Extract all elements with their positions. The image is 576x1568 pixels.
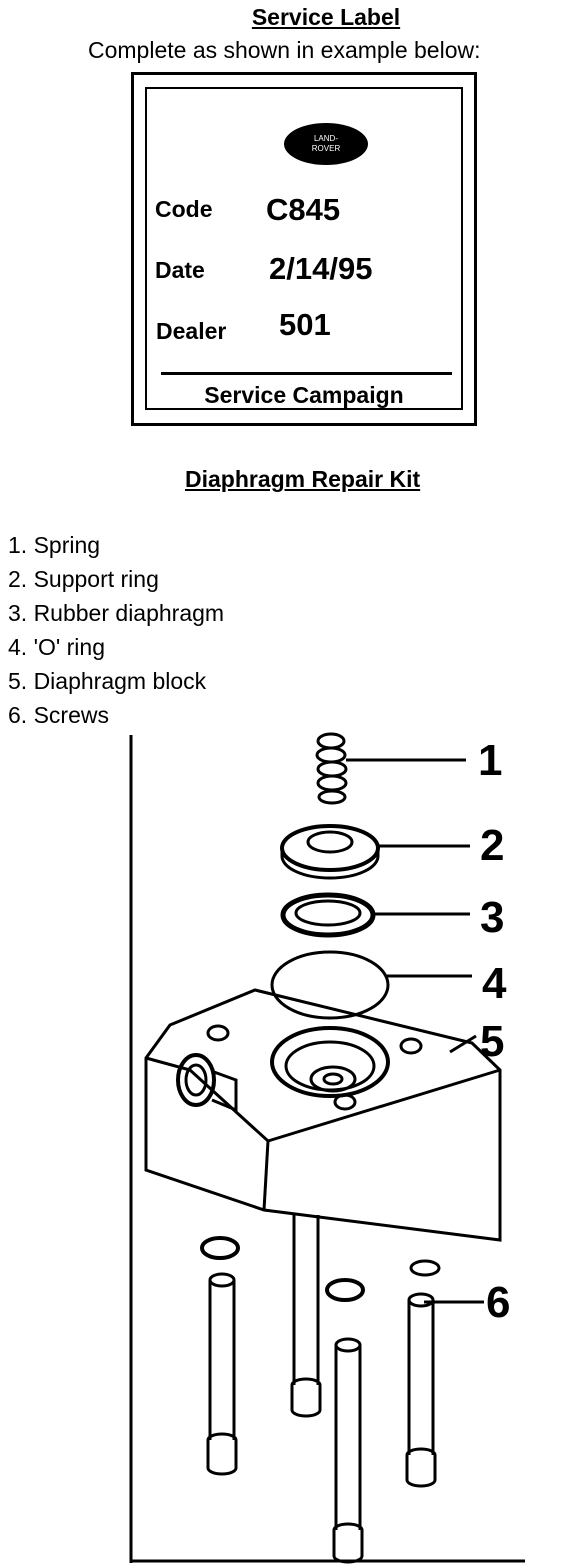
service-label-heading: Service Label <box>251 4 401 30</box>
callout-6: 6 <box>486 1278 510 1327</box>
date-label: Date <box>155 257 205 283</box>
support-ring-part <box>280 824 380 880</box>
label-divider <box>161 372 452 375</box>
list-item: 1. Spring <box>8 532 101 558</box>
service-label-instruction: Complete as shown in example below: <box>88 37 481 63</box>
callout-leader-5 <box>449 1034 477 1054</box>
spring-part <box>315 732 348 805</box>
service-campaign-text: Service Campaign <box>204 382 404 408</box>
diaphragm-block-part <box>144 988 502 1242</box>
list-item: 2. Support ring <box>8 566 159 592</box>
rubber-diaphragm-part <box>280 892 376 938</box>
callout-1: 1 <box>478 736 502 785</box>
o-ring-part <box>270 950 390 1020</box>
callout-3: 3 <box>480 893 504 942</box>
dealer-value: 501 <box>279 307 331 342</box>
service-label-inner-frame: LAND- ROVER Code C845 Date 2/14/95 Deale… <box>145 87 463 410</box>
code-label: Code <box>155 196 213 222</box>
callout-5: 5 <box>480 1017 504 1066</box>
date-value: 2/14/95 <box>269 251 373 286</box>
dealer-label: Dealer <box>156 318 227 344</box>
kit-heading: Diaphragm Repair Kit <box>185 466 421 492</box>
list-item: 6. Screws <box>8 702 109 728</box>
list-item: 4. 'O' ring <box>8 634 105 660</box>
parts-list: 1. Spring 2. Support ring 3. Rubber diap… <box>8 528 224 732</box>
callout-4: 4 <box>482 959 507 1008</box>
list-item: 5. Diaphragm block <box>8 668 207 694</box>
land-rover-logo: LAND- ROVER <box>284 123 368 165</box>
callout-2: 2 <box>480 821 504 870</box>
screws-part <box>200 1215 441 1564</box>
service-label-example: LAND- ROVER Code C845 Date 2/14/95 Deale… <box>131 72 477 426</box>
list-item: 3. Rubber diaphragm <box>8 600 225 626</box>
code-value: C845 <box>266 192 341 227</box>
